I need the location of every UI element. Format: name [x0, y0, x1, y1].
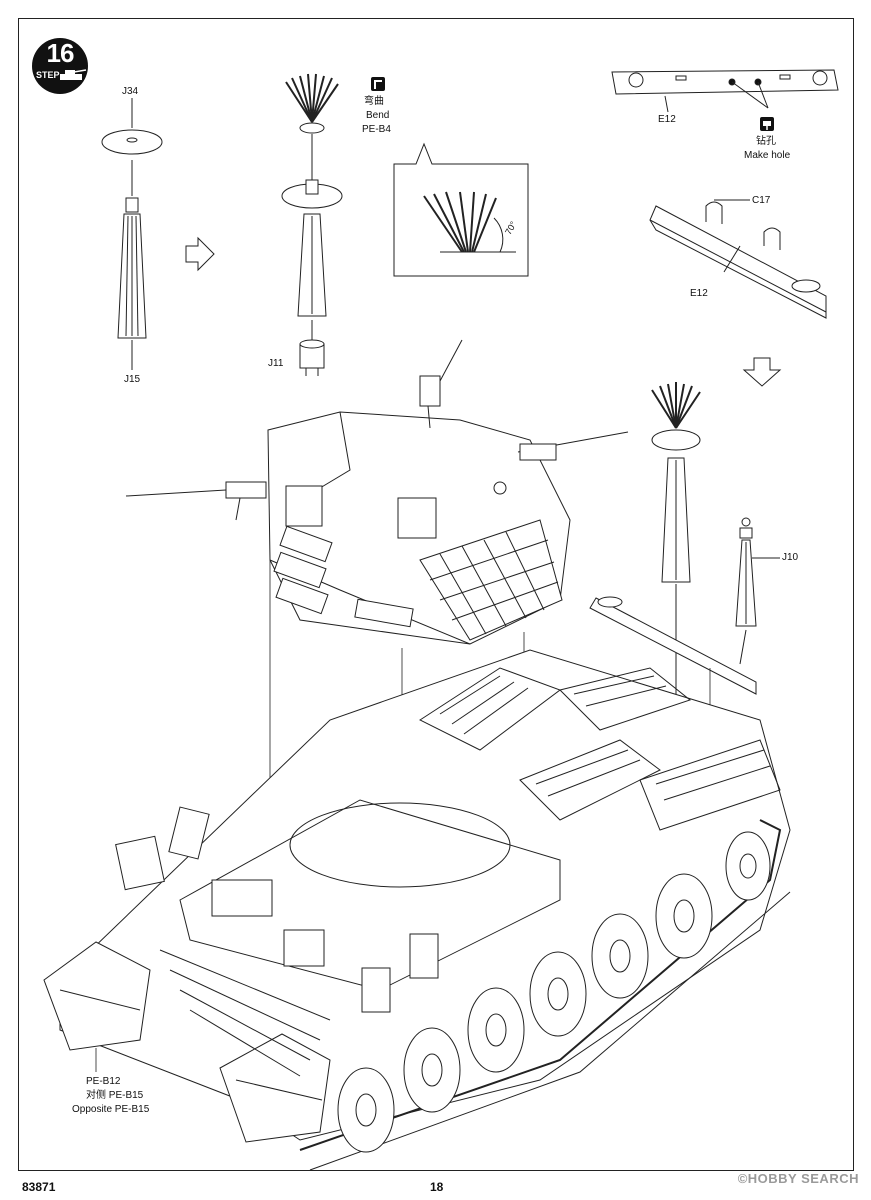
label-j11: J11: [268, 358, 284, 369]
label-j34: J34: [122, 86, 139, 97]
turret-assembly: [125, 339, 629, 645]
turret-machine-gun-right: [517, 431, 629, 461]
label-j10: J10: [782, 552, 799, 563]
bend-note-en: Bend: [366, 110, 390, 121]
part-hull-rail: [589, 596, 757, 695]
label-e12-bottom: E12: [690, 288, 708, 299]
page-number: 18: [430, 1180, 444, 1194]
part-e12-rail-lower: [649, 199, 827, 319]
label-e12-top: E12: [658, 114, 676, 125]
side-armor-boxes: [115, 806, 439, 1013]
front-armor-blocks: [43, 941, 331, 1143]
label-c17: C17: [752, 195, 771, 206]
glacis-armor-slats: [159, 949, 331, 1077]
part-pe-b4-star: [285, 73, 339, 123]
part-j10-mast: [735, 517, 780, 665]
step-label: STEP: [36, 70, 60, 80]
arrow-down-icon: [742, 357, 782, 387]
drill-icon: [760, 117, 774, 131]
watermark: ©HOBBY SEARCH: [737, 1171, 859, 1186]
part-j15-antenna-base: [117, 160, 147, 370]
engine-deck-grilles: [418, 667, 781, 831]
turret-machine-gun-top: [419, 339, 463, 429]
step-number: 16: [46, 38, 75, 68]
kit-code: 83871: [22, 1180, 56, 1194]
hole-note-en: Make hole: [744, 150, 791, 161]
part-assembled-mast: [281, 179, 343, 342]
step-badge: 16 STEP: [30, 36, 90, 96]
pe-b15-opposite-cn: 对侧 PE-B15: [86, 1090, 144, 1101]
tank-hull: [43, 649, 791, 1143]
bend-detail-box: [393, 142, 529, 277]
page-frame: [18, 18, 854, 1171]
label-j15: J15: [124, 374, 141, 385]
pe-b12-label: PE-B12: [86, 1076, 121, 1087]
part-assembled-antenna-right: [651, 382, 701, 700]
bend-note-part: PE-B4: [362, 124, 391, 135]
bend-icon: [371, 77, 385, 91]
turret-machine-gun-left: [125, 481, 267, 521]
turret-basket-grid: [419, 519, 563, 641]
hole-note-cn: 钻孔: [756, 136, 776, 147]
bend-note-cn: 弯曲: [364, 96, 384, 107]
part-e12-rail-top: [611, 69, 839, 113]
step-badge-circle: [32, 38, 88, 94]
pe-b15-opposite-en: Opposite PE-B15: [72, 1104, 150, 1115]
part-j11-socket: [299, 339, 325, 376]
part-j34-disc: [101, 98, 163, 155]
road-wheels-and-track: [299, 819, 791, 1171]
arrow-right-icon: [185, 236, 215, 272]
turret-side-plates: [273, 525, 414, 628]
